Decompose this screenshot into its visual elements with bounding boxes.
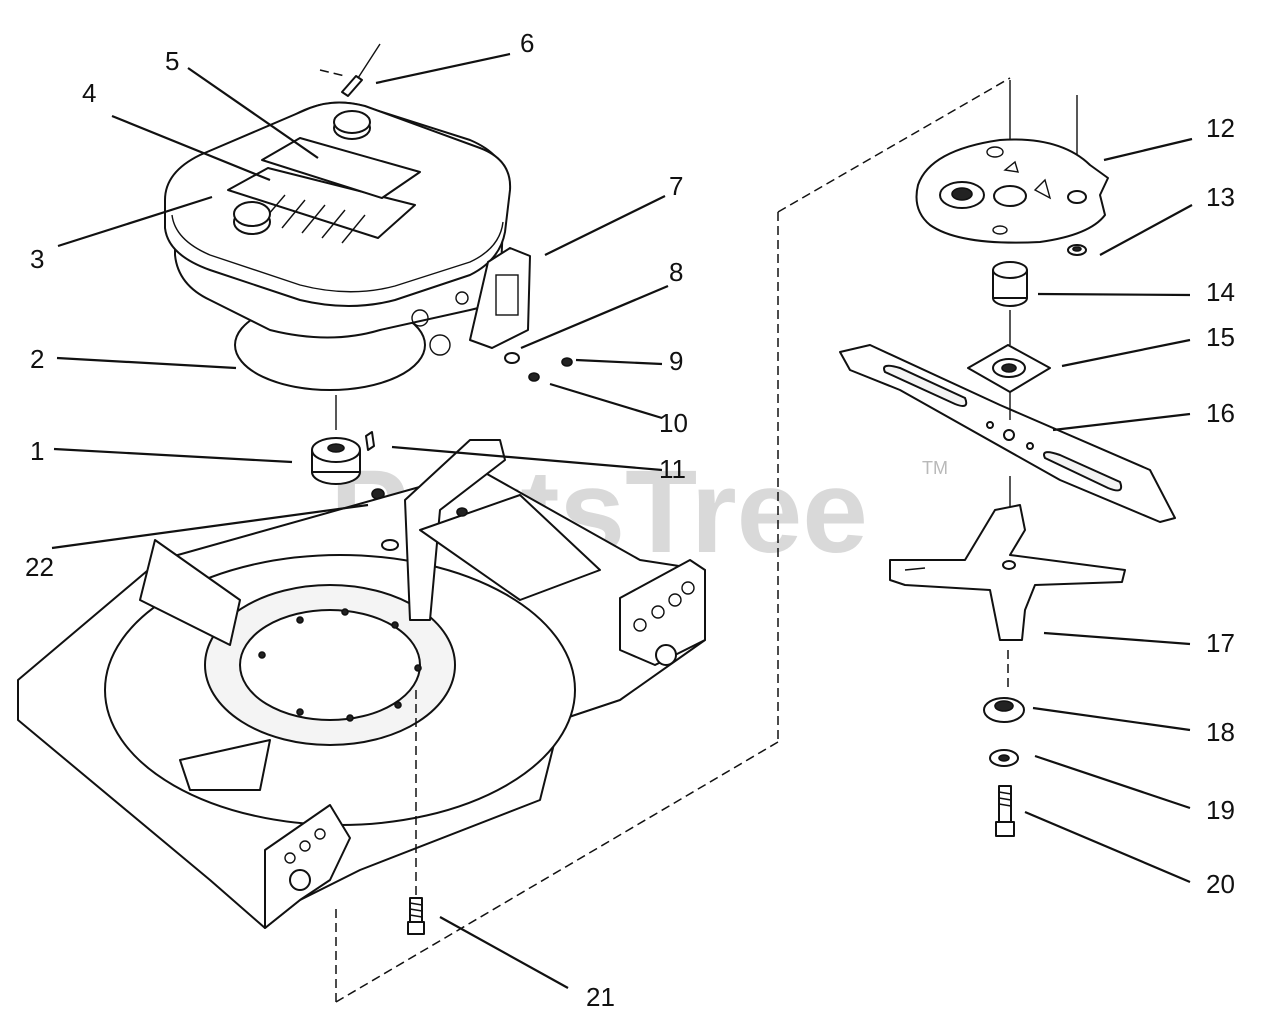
callout-11: 11: [659, 454, 686, 484]
exploded-view-boundary: [319, 69, 1011, 1003]
callout-12: 12: [1206, 113, 1235, 143]
callout-4: 4: [82, 78, 96, 108]
engine-assembly: [164, 43, 531, 391]
callout-14: 14: [1206, 277, 1235, 307]
callout-16: 16: [1206, 398, 1235, 428]
callout-19: 19: [1206, 795, 1235, 825]
callout-6: 6: [520, 28, 534, 58]
callout-labels: 1 2 3 4 5 6 7 8 9 10 11 12 13 14 15 16 1…: [25, 28, 1235, 1012]
callout-15: 15: [1206, 322, 1235, 352]
callout-18: 18: [1206, 717, 1235, 747]
callout-10: 10: [659, 408, 688, 438]
callout-9: 9: [669, 346, 683, 376]
callout-17: 17: [1206, 628, 1235, 658]
blade-assembly: [839, 80, 1176, 837]
spacer-part: [311, 437, 361, 485]
callout-2: 2: [30, 344, 44, 374]
engine-fasteners: [365, 352, 573, 500]
leader-lines: [51, 52, 1193, 989]
bolt-part-21: [407, 897, 425, 935]
callout-22: 22: [25, 552, 54, 582]
callout-8: 8: [669, 257, 683, 287]
callout-5: 5: [165, 46, 179, 76]
callout-20: 20: [1206, 869, 1235, 899]
callout-3: 3: [30, 244, 44, 274]
callout-7: 7: [669, 171, 683, 201]
callout-13: 13: [1206, 182, 1235, 212]
watermark-tm: TM: [922, 458, 948, 478]
callout-21: 21: [586, 982, 615, 1012]
callout-1: 1: [30, 436, 44, 466]
mower-deck: [17, 439, 706, 929]
